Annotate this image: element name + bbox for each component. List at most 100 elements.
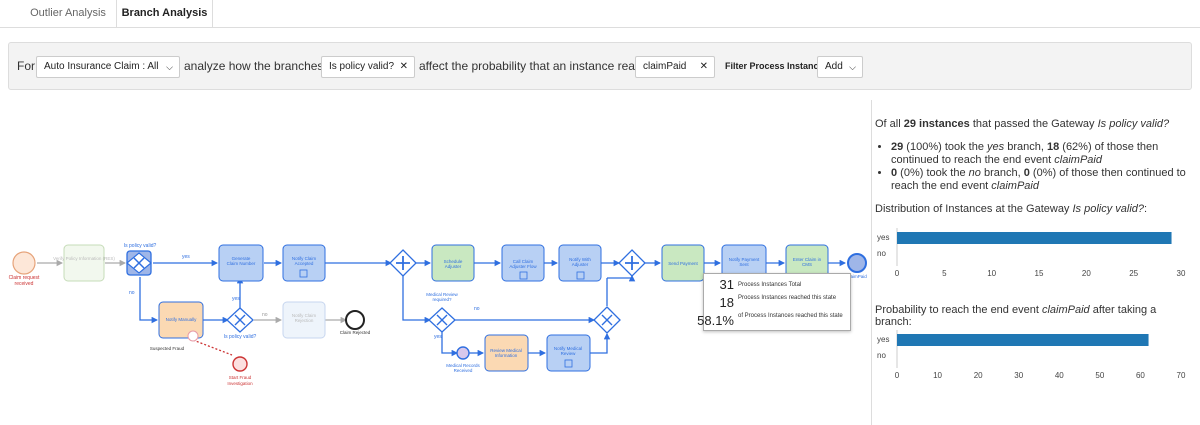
gateway-2-label: Is policy valid? [224,334,257,340]
tick-label: 0 [895,371,900,380]
chevron-down-icon: ⌵ [849,62,856,72]
tick-label: 60 [1136,371,1145,380]
tick-label: 50 [1095,371,1104,380]
start-event[interactable] [12,251,36,275]
tooltip-reached-label: Process Instances reached this state [738,295,837,301]
probability-title: Probability to reach the end event claim… [875,304,1157,328]
panel-divider [871,100,872,425]
tick-label: 5 [942,269,947,278]
gateway-is-policy-valid[interactable] [126,250,152,276]
tick-label: 20 [1082,269,1091,278]
task-review-medical-information[interactable] [484,334,529,372]
flow-label-yes-3: yes [434,334,442,340]
task-notify-manually-label: Notify Manually [166,317,198,322]
tooltip-reached-value: 18 [719,295,734,310]
tick-label: 15 [1035,269,1044,278]
list-item: 29 (100%) took the yes branch, 18 (62%) … [891,141,1191,167]
task-send-payment[interactable] [661,244,705,282]
summary-heading: Of all 29 instances that passed the Gate… [875,118,1170,130]
category-label: yes [877,233,889,242]
bar [897,232,1172,244]
summary-bullets: 29 (100%) took the yes branch, 18 (62%) … [891,141,1191,193]
task-notify-with-adjuster[interactable] [558,244,602,282]
process-select[interactable]: Auto Insurance Claim : All ⌵ [36,56,180,78]
event-chip[interactable]: claimPaid ✕ [635,56,715,78]
distribution-title: Distribution of Instances at the Gateway… [875,203,1148,215]
filter-bar: For Auto Insurance Claim : All ⌵ analyze… [8,42,1192,90]
suspected-fraud-label: Suspected Fraud [150,346,185,351]
task-generate-claim-number[interactable] [218,244,264,282]
tick-label: 10 [987,269,996,278]
task-call-claim-adjuster[interactable] [501,244,545,282]
list-item: 0 (0%) took the no branch, 0 (0%) of tho… [891,167,1191,193]
start-fraud-investigation-event[interactable] [232,356,248,372]
chevron-down-icon: ⌵ [166,62,173,72]
analyze-label: analyze how the branches of [184,59,337,73]
end-event-claim-paid[interactable] [847,253,867,273]
category-label: no [877,249,886,258]
end-event-claim-rejected[interactable] [345,310,365,330]
add-label: Add [825,61,843,72]
subprocess-icon [564,359,573,368]
tab-branch-analysis[interactable]: Branch Analysis [116,0,213,27]
claim-paid-label: claimPaid [847,274,867,279]
tick-label: 30 [1014,371,1023,380]
tick-label: 20 [974,371,983,380]
tooltip-total-label: Process Instances Total [738,282,802,288]
flow-label-no: no [129,290,135,296]
task-notify-medical-review[interactable] [546,334,591,372]
claim-rejected-label: Claim Rejected [340,330,371,335]
tick-label: 0 [895,269,900,278]
tick-label: 70 [1177,371,1186,380]
tooltip-total-value: 31 [719,277,734,292]
flow-label-yes: yes [182,254,190,260]
flow-label-no-2: no [262,312,268,318]
flow-label-yes-2: yes [232,296,240,302]
category-label: no [877,351,886,360]
subprocess-icon [519,271,528,280]
task-verify-policy[interactable] [63,244,105,282]
task-schedule-adjuster[interactable] [431,244,475,282]
close-icon[interactable]: ✕ [699,61,708,72]
affect-label: affect the probability that an instance … [419,59,661,73]
state-tooltip: 31 Process Instances Total 18 Process In… [697,273,851,331]
tooltip-percent-label: of Process Instances reached this state [738,313,843,319]
subprocess-icon [299,269,308,278]
task-notify-claim-accepted[interactable] [282,244,326,282]
intermediate-event-medical-records[interactable] [456,346,470,360]
add-filter-button[interactable]: Add ⌵ [817,56,863,78]
for-label: For [17,59,35,73]
tick-label: 10 [933,371,942,380]
tab-outlier-analysis[interactable]: Outlier Analysis [30,7,106,19]
process-select-value: Auto Insurance Claim : All [44,61,159,72]
gateway-chip-label: Is policy valid? [329,61,395,72]
category-label: yes [877,335,889,344]
task-verify-policy-label: Verify Policy Information (RES) [53,256,115,261]
event-chip-label: claimPaid [643,61,687,72]
gateway-chip[interactable]: Is policy valid? ✕ [321,56,415,78]
tooltip-percent-value: 58.1% [697,313,734,328]
filter-process-instances-label: Filter Process Instances [725,61,829,71]
tick-label: 25 [1129,269,1138,278]
close-icon[interactable]: ✕ [399,61,408,72]
task-send-payment-label: Send Payment [668,261,698,266]
task-notify-claim-rejection[interactable] [282,301,326,339]
task-notify-manually[interactable] [158,301,204,339]
boundary-event-icon [187,330,199,342]
